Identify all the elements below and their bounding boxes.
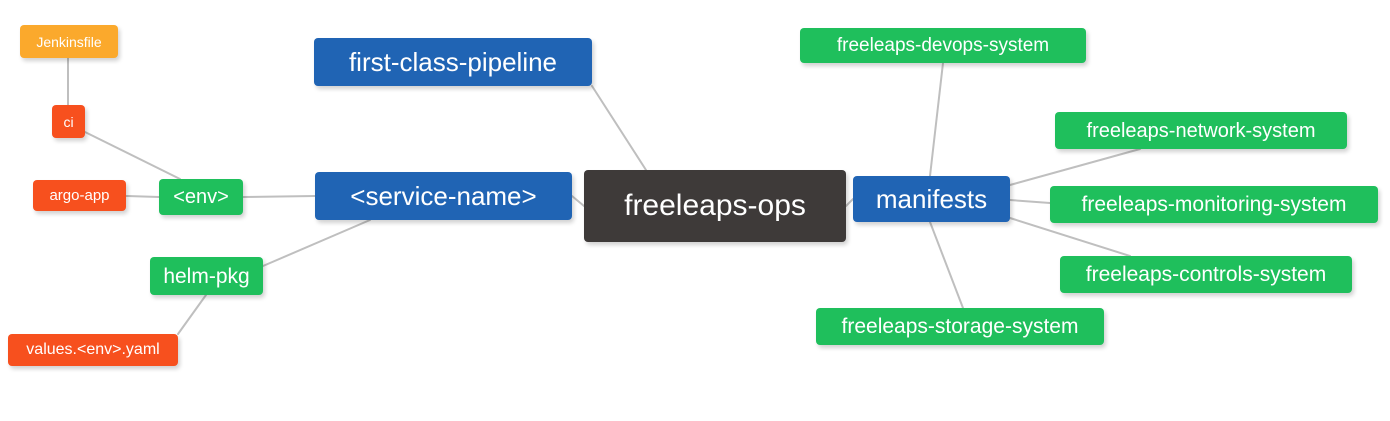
mindmap-node-freeleaps-network-system[interactable]: freeleaps-network-system <box>1055 112 1347 149</box>
mindmap-node-ci[interactable]: ci <box>52 105 85 138</box>
mindmap-edge <box>929 221 964 309</box>
mindmap-node-service-name[interactable]: <service-name> <box>315 172 572 220</box>
mindmap-edge <box>591 85 647 171</box>
mindmap-node-manifests[interactable]: manifests <box>853 176 1010 222</box>
mindmap-node-freeleaps-controls-system[interactable]: freeleaps-controls-system <box>1060 256 1352 293</box>
mindmap-edge <box>125 195 160 198</box>
mindmap-node-freeleaps-storage-system[interactable]: freeleaps-storage-system <box>816 308 1104 345</box>
mindmap-edge <box>1009 148 1141 186</box>
mindmap-edge <box>84 131 181 180</box>
mindmap-node-env[interactable]: <env> <box>159 179 243 215</box>
mindmap-edge <box>845 198 854 207</box>
mindmap-node-argo-app[interactable]: argo-app <box>33 180 126 211</box>
mindmap-edge <box>929 62 944 177</box>
mindmap-edge <box>242 195 316 198</box>
mindmap-edge <box>1009 199 1051 204</box>
mindmap-edge <box>262 219 371 267</box>
mindmap-node-freeleaps-monitoring-system[interactable]: freeleaps-monitoring-system <box>1050 186 1378 223</box>
mindmap-node-freeleaps-devops-system[interactable]: freeleaps-devops-system <box>800 28 1086 63</box>
mindmap-node-freeleaps-ops[interactable]: freeleaps-ops <box>584 170 846 242</box>
mindmap-node-values-env-yaml[interactable]: values.<env>.yaml <box>8 334 178 366</box>
mindmap-node-helm-pkg[interactable]: helm-pkg <box>150 257 263 295</box>
mindmap-node-jenkinsfile[interactable]: Jenkinsfile <box>20 25 118 58</box>
mindmap-edge <box>1009 217 1131 257</box>
mindmap-node-first-class-pipeline[interactable]: first-class-pipeline <box>314 38 592 86</box>
mindmap-edge <box>177 294 207 335</box>
mindmap-edge <box>571 195 585 207</box>
